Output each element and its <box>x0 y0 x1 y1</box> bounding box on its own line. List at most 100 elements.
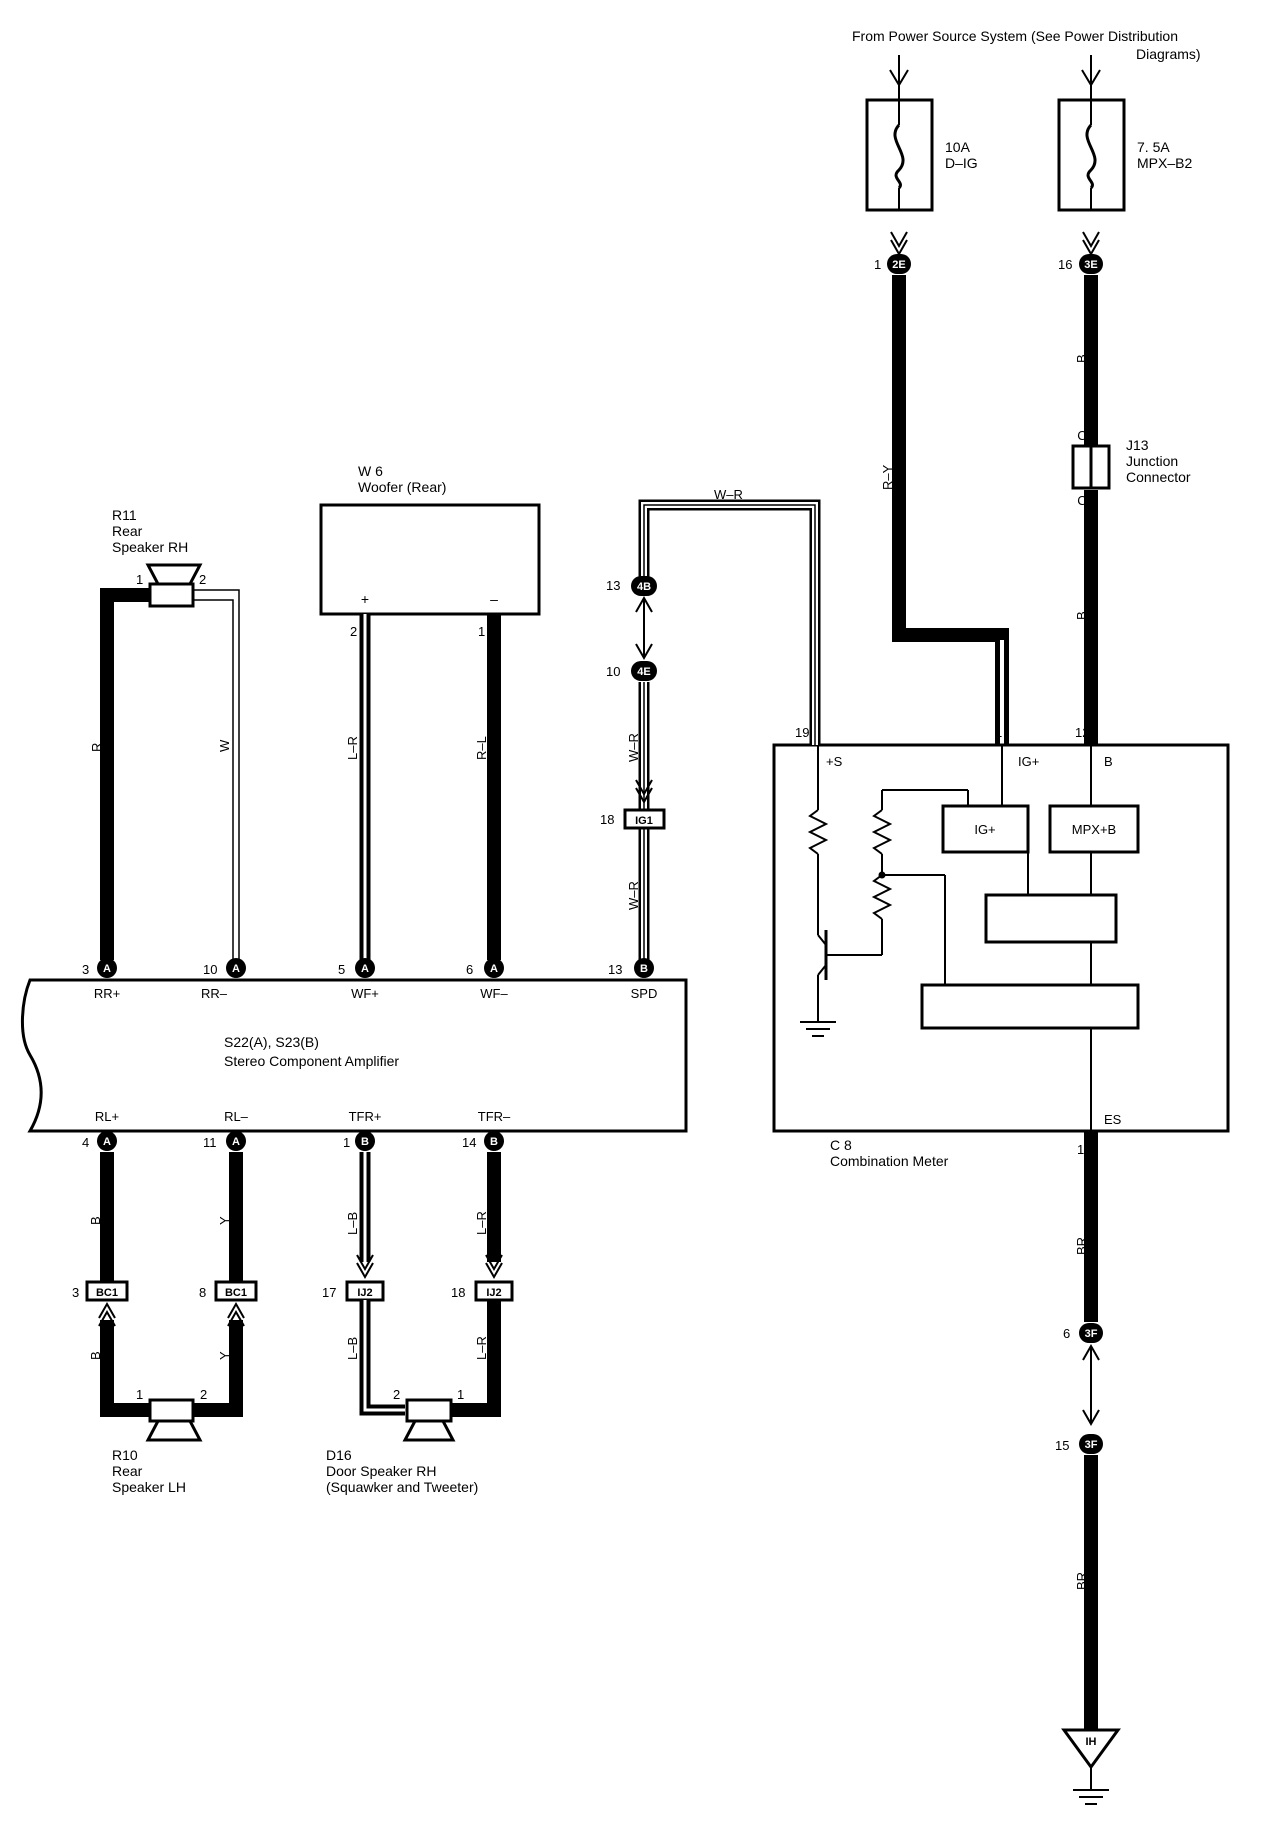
d16-line1: Door Speaker RH <box>326 1463 437 1479</box>
junction-top-label: C <box>1077 428 1086 443</box>
connector-2E-pin: 1 <box>874 257 881 272</box>
connector-3F-a-pin: 6 <box>1063 1326 1070 1341</box>
svg-text:A: A <box>232 963 240 975</box>
connector-3F-b-pin: 15 <box>1055 1438 1069 1453</box>
resistor-icon <box>871 874 893 920</box>
terminal-rl-plus: RL+ 4 A <box>82 1109 119 1151</box>
wire-rr-minus-label: W <box>217 739 232 752</box>
meter-box-ig <box>941 804 1030 854</box>
svg-text:A: A <box>361 963 369 975</box>
r10-line1: Rear <box>112 1463 143 1479</box>
svg-text:1: 1 <box>457 1387 464 1402</box>
meter-terminal-b: B <box>1104 754 1113 769</box>
svg-text:18: 18 <box>451 1285 465 1300</box>
connector-ij2-right: 18 IJ2 <box>451 1280 514 1302</box>
svg-text:14: 14 <box>462 1135 476 1150</box>
svg-text:5: 5 <box>338 962 345 977</box>
meter-block-2 <box>920 983 1140 1030</box>
svg-text:WF+: WF+ <box>351 986 379 1001</box>
fuse-mpx: 7. 5A MPX–B2 <box>1057 98 1192 212</box>
connector-2E: 1 2E <box>874 254 911 274</box>
svg-text:B: B <box>640 963 648 975</box>
svg-text:BC1: BC1 <box>225 1287 247 1299</box>
svg-text:4: 4 <box>82 1135 89 1150</box>
amp-bottom-terminals: RL+ 4 A RL– 11 A TFR+ 1 B TFR– 14 B <box>82 1109 511 1151</box>
svg-text:A: A <box>490 963 498 975</box>
svg-text:3: 3 <box>72 1285 79 1300</box>
r11-line1: Rear <box>112 523 143 539</box>
connector-4B-pin: 13 <box>606 578 620 593</box>
svg-text:17: 17 <box>322 1285 336 1300</box>
terminal-rr-minus: 10 A RR– <box>201 958 246 1001</box>
d16-code: D16 <box>326 1447 352 1463</box>
connector-ig1 <box>623 808 666 830</box>
junction-line1: Junction <box>1126 453 1178 469</box>
woofer-minus: – <box>490 591 498 607</box>
svg-text:2: 2 <box>200 1387 207 1402</box>
power-source-line2: Diagrams) <box>1136 46 1201 62</box>
woofer-rear: W 6 Woofer (Rear) + – 2 1 <box>319 463 541 960</box>
wire-wf-minus-label: R–L <box>474 736 489 760</box>
wire-tfr-minus-label: L–R <box>474 1211 489 1235</box>
ground-wire2-label: BR <box>1074 1572 1089 1590</box>
meter-code: C 8 <box>830 1137 852 1153</box>
svg-text:RL+: RL+ <box>95 1109 119 1124</box>
wire-dig-label: R–Y <box>880 464 895 490</box>
meter-terminal-s: +S <box>826 754 843 769</box>
junction-connector-j13: C C J13 Junction Connector <box>1071 428 1191 508</box>
meter-name: Combination Meter <box>830 1153 949 1169</box>
svg-text:11: 11 <box>203 1135 217 1150</box>
r10-code: R10 <box>112 1447 138 1463</box>
woofer-code: W 6 <box>358 463 383 479</box>
svg-text:10: 10 <box>203 962 217 977</box>
lower-speaker-wires: B Y L–B L–R <box>88 1300 501 1417</box>
connector-3F-a-code: 3F <box>1085 1328 1098 1340</box>
r11-line2: Speaker RH <box>112 539 188 555</box>
d16-line2: (Squawker and Tweeter) <box>326 1479 478 1495</box>
connector-ij2-left: 17 IJ2 <box>322 1280 385 1302</box>
fuse-mpx-rating: 7. 5A <box>1137 139 1170 155</box>
woofer-pin1: 1 <box>478 624 485 639</box>
power-source-line1: From Power Source System (See Power Dist… <box>852 28 1178 44</box>
connector-4E-code: 4E <box>637 666 650 678</box>
woofer-name: Woofer (Rear) <box>358 479 446 495</box>
connector-3F-b-code: 3F <box>1085 1439 1098 1451</box>
door-speaker-rh: 2 1 D16 Door Speaker RH (Squawker and Tw… <box>326 1387 478 1495</box>
amp-top-wire-labels: R W L–R R–L <box>89 736 489 760</box>
junction-bottom-label: C <box>1077 493 1086 508</box>
svg-text:3: 3 <box>82 962 89 977</box>
meter-box-ig-label: IG+ <box>974 822 995 837</box>
connector-3E: 16 3E <box>1058 254 1103 274</box>
svg-text:B: B <box>490 1136 498 1148</box>
wire-bc1-right-label: Y <box>217 1351 232 1360</box>
meter-terminal-ig: IG+ <box>1018 754 1039 769</box>
svg-text:1: 1 <box>136 1387 143 1402</box>
speaker-icon <box>145 563 203 586</box>
connector-bc1-left: 3 BC1 <box>72 1280 129 1302</box>
wire-mpx-label2: B <box>1074 611 1089 620</box>
stereo-component-amplifier: S22(A), S23(B) Stereo Component Amplifie… <box>20 978 688 1133</box>
svg-text:TFR+: TFR+ <box>349 1109 382 1124</box>
rear-speaker-rh: R11 Rear Speaker RH 1 2 <box>100 507 240 960</box>
svg-text:BC1: BC1 <box>96 1287 118 1299</box>
connector-4E <box>631 661 657 681</box>
wire-wf-plus-label: L–R <box>345 736 360 760</box>
svg-text:RL–: RL– <box>224 1109 249 1124</box>
incoming-arrows <box>889 55 1101 100</box>
connector-4B-code: 4B <box>637 581 651 593</box>
wire-bc1-left-label: B <box>88 1351 103 1360</box>
svg-text:A: A <box>103 963 111 975</box>
terminal-rr-plus: 3 A RR+ <box>82 958 120 1001</box>
speaker-icon <box>145 1419 203 1442</box>
fuse-element-icon <box>1085 123 1097 190</box>
wire-mpx: B B <box>1074 275 1098 745</box>
fuse-element-icon <box>893 123 905 190</box>
amp-top-terminals: 3 A RR+ 10 A RR– 5 A WF+ 6 A WF– 13 B SP… <box>82 958 657 1001</box>
svg-text:RR–: RR– <box>201 986 228 1001</box>
svg-text:8: 8 <box>199 1285 206 1300</box>
connector-4E-pin: 10 <box>606 664 620 679</box>
power-source-note: From Power Source System (See Power Dist… <box>852 28 1201 62</box>
ig1-pin: 18 <box>600 812 614 827</box>
ground-path: BR 6 3F 15 3F BR IH <box>1055 1131 1121 1805</box>
